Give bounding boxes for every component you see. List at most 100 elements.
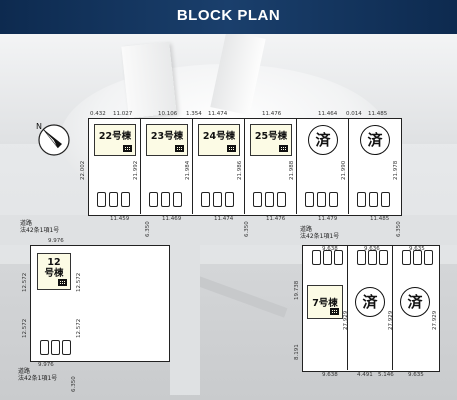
parking-space-icon xyxy=(334,250,343,265)
parking-space-icon xyxy=(424,250,433,265)
parking-space-icon xyxy=(312,250,321,265)
lot-depth: 21.978 xyxy=(393,160,399,180)
parking-space-icon xyxy=(413,250,422,265)
bottom-width: 11.459 xyxy=(110,216,130,222)
lot-depth: 22.002 xyxy=(80,160,86,180)
parking-space-icon xyxy=(149,192,158,207)
bottom-width: 11.469 xyxy=(162,216,182,222)
road-width-right: 6.350 xyxy=(396,221,402,237)
building-label: 25号棟 xyxy=(254,131,288,142)
top-width: 11.476 xyxy=(262,111,282,117)
lot12-bottom-width: 9.976 xyxy=(38,362,54,368)
compass-letter: N xyxy=(36,122,42,131)
background-box xyxy=(121,41,177,119)
lot-divider xyxy=(348,118,349,214)
right-bottom-width: 4.491 xyxy=(357,372,373,378)
lot-depth: 21.988 xyxy=(289,160,295,180)
building-5: 済 xyxy=(302,124,342,155)
road-label-line: 道路 xyxy=(20,220,33,227)
building-3: 24号棟 xyxy=(198,124,240,156)
building-label: 7号棟 xyxy=(312,298,338,309)
parking-space-icon xyxy=(225,192,234,207)
top-width: 11.485 xyxy=(368,111,388,117)
parking-space-icon xyxy=(265,192,274,207)
top-width: 1.354 xyxy=(186,111,202,117)
lot-divider xyxy=(140,118,141,214)
road-label-line: 道路 xyxy=(300,226,313,233)
lot-depth: 21.986 xyxy=(237,160,243,180)
right-top-width: 9.638 xyxy=(322,246,338,252)
right-bottom-width: 5.146 xyxy=(378,372,394,378)
parking-space-icon xyxy=(121,192,130,207)
lot-depth: 21.990 xyxy=(341,160,347,180)
parking-space-icon xyxy=(201,192,210,207)
lot12-depth: 12.572 xyxy=(76,272,82,292)
page-title: BLOCK PLAN xyxy=(176,7,281,24)
building-label: 12 号棟 xyxy=(38,257,70,279)
top-width: 11.464 xyxy=(318,111,338,117)
right-depth: 27.929 xyxy=(343,310,349,330)
building-1: 22号棟 xyxy=(94,124,136,156)
grid-icon xyxy=(330,308,339,315)
lot12-depth: 12.572 xyxy=(22,272,28,292)
road-width-mid1: 6.350 xyxy=(145,221,151,237)
top-width: 11.474 xyxy=(208,111,228,117)
parking-space-icon xyxy=(97,192,106,207)
sold-mark-icon: 済 xyxy=(360,125,390,155)
road-width-mid2: 6.350 xyxy=(244,221,250,237)
road-middle xyxy=(0,215,457,245)
road-label-left: 道路 法42条1項1号 xyxy=(20,220,59,234)
parking-space-icon xyxy=(379,250,388,265)
road-label-line: 法42条1項1号 xyxy=(20,227,60,234)
lot12-depth: 12.572 xyxy=(22,318,28,338)
parking-space-icon xyxy=(323,250,332,265)
building-6: 済 xyxy=(354,124,394,155)
road-label-bottom: 道路 法42条1項1号 xyxy=(18,368,57,382)
top-width: 0.432 xyxy=(90,111,106,117)
grid-icon xyxy=(227,145,236,152)
parking-space-icon xyxy=(381,192,390,207)
parking-space-icon xyxy=(40,340,49,355)
road-label-right: 道路 法42条1項1号 xyxy=(300,226,339,240)
bottom-width: 11.476 xyxy=(266,216,286,222)
building-label: 23号棟 xyxy=(150,131,184,142)
right-top-width: 9.636 xyxy=(364,246,380,252)
lot-divider xyxy=(347,245,348,370)
parking-space-icon xyxy=(173,192,182,207)
right-depth: 27.929 xyxy=(388,310,394,330)
right-bottom-width: 9.635 xyxy=(408,372,424,378)
parking-space-icon xyxy=(369,192,378,207)
parking-space-icon xyxy=(253,192,262,207)
building-label: 22号棟 xyxy=(98,131,132,142)
lot-divider xyxy=(392,245,393,370)
parking-space-icon xyxy=(357,192,366,207)
road-width-bottom: 6.350 xyxy=(71,376,77,392)
top-width: 0.014 xyxy=(346,111,362,117)
sold-mark-icon: 済 xyxy=(400,287,430,317)
parking-space-icon xyxy=(62,340,71,355)
right-depth: 8.191 xyxy=(294,344,300,360)
bottom-width: 11.485 xyxy=(370,216,390,222)
building-right-2: 済 xyxy=(352,285,386,317)
building-right-3: 済 xyxy=(397,285,431,317)
building-suffix: 号棟 xyxy=(44,268,64,279)
right-top-width: 9.635 xyxy=(409,246,425,252)
parking-space-icon xyxy=(109,192,118,207)
parking-space-icon xyxy=(317,192,326,207)
building-2: 23号棟 xyxy=(146,124,188,156)
parking-space-icon xyxy=(51,340,60,355)
lot-depth: 21.984 xyxy=(185,160,191,180)
building-12: 12 号棟 xyxy=(37,253,71,290)
parking-space-icon xyxy=(329,192,338,207)
building-4: 25号棟 xyxy=(250,124,292,156)
right-bottom-width: 9.638 xyxy=(322,372,338,378)
road-label-line: 法42条1項1号 xyxy=(18,375,58,382)
grid-icon xyxy=(175,145,184,152)
right-depth: 19.738 xyxy=(294,280,300,300)
parking-space-icon xyxy=(277,192,286,207)
parking-space-icon xyxy=(213,192,222,207)
building-label: 24号棟 xyxy=(202,131,236,142)
header-bar: BLOCK PLAN xyxy=(0,0,457,34)
lot-depth: 21.992 xyxy=(133,160,139,180)
